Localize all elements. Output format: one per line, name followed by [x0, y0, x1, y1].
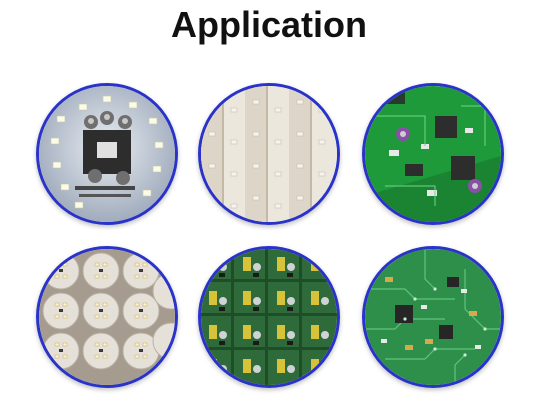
- round-led-boards-panel-icon: [36, 246, 178, 388]
- dense-pcb-assembly-icon: [198, 246, 340, 388]
- green-pcb-components-icon: [362, 83, 504, 225]
- led-driver-board-icon: [36, 83, 178, 225]
- led-strip-board-icon: [198, 83, 340, 225]
- page-title: Application: [171, 4, 367, 45]
- green-circuit-board-icon: [362, 246, 504, 388]
